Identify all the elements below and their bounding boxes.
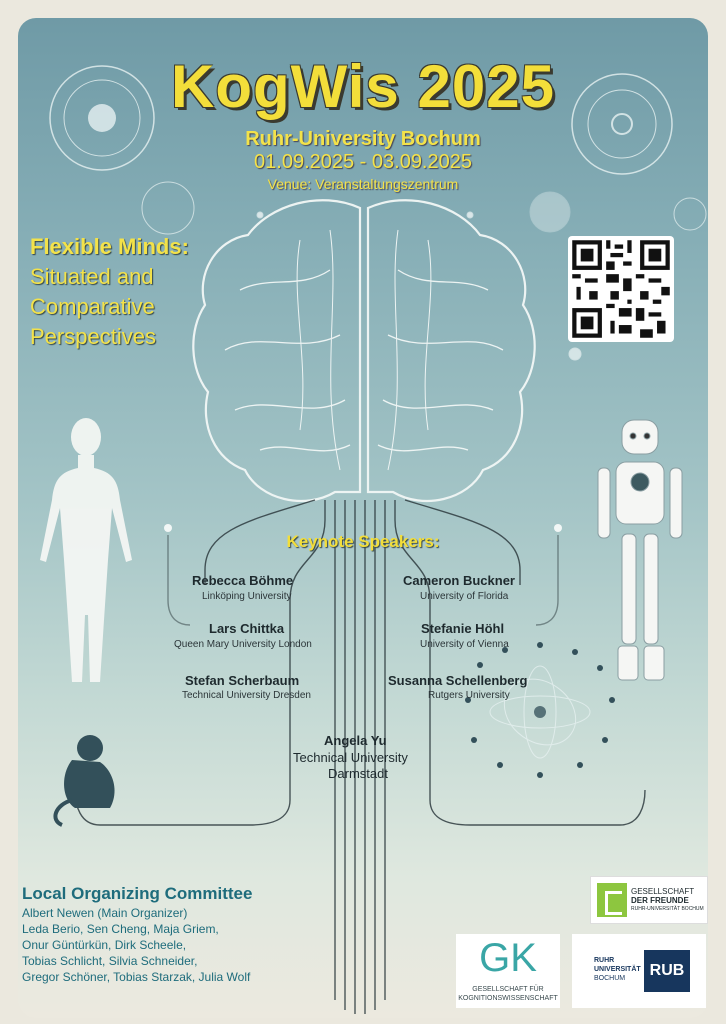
- gk-line-1: GESELLSCHAFT FÜR: [472, 986, 544, 993]
- rub-line-3: BOCHUM: [594, 975, 626, 982]
- theme-line-2: Situated and: [30, 264, 154, 289]
- gdf-logo-mark-icon: [597, 883, 627, 917]
- committee-title: Local Organizing Committee: [22, 884, 253, 903]
- speaker-name: Susanna Schellenberg: [388, 673, 528, 688]
- rub-logo[interactable]: RUHR UNIVERSITÄT BOCHUM RUB: [572, 934, 706, 1008]
- qr-code-icon: [572, 240, 670, 338]
- theme-line-4: Perspectives: [30, 324, 156, 349]
- gdf-line-3: RUHR-UNIVERSITÄT BOCHUM: [631, 906, 704, 912]
- speaker-affiliation: University of Vienna: [420, 639, 509, 650]
- committee-line: Tobias Schlicht, Silvia Schneider,: [22, 954, 198, 968]
- rub-logo-mark-icon: RUB: [644, 950, 690, 992]
- speaker-affiliation: Queen Mary University London: [174, 639, 312, 650]
- speaker-affiliation: Rutgers University: [428, 690, 510, 701]
- connection-lines: [74, 499, 646, 1014]
- human-figure-icon: [40, 418, 132, 682]
- theme-line-3: Comparative: [30, 294, 155, 319]
- speaker-name: Rebecca Böhme: [192, 573, 294, 588]
- committee-line: Albert Newen (Main Organizer): [22, 906, 188, 920]
- gdf-logo[interactable]: GESELLSCHAFT DER FREUNDE RUHR-UNIVERSITÄ…: [590, 876, 708, 924]
- speaker-affiliation: Darmstadt: [328, 766, 388, 781]
- gk-logo-mark-icon: GK: [479, 936, 537, 980]
- brain-icon: [192, 199, 536, 503]
- rub-line-1: RUHR: [594, 957, 615, 964]
- qr-code[interactable]: [568, 236, 674, 342]
- conference-dates: 01.09.2025 - 03.09.2025: [254, 151, 472, 173]
- committee-line: Gregor Schöner, Tobias Starzak, Julia Wo…: [22, 970, 251, 984]
- conference-title: KogWis 2025: [171, 53, 555, 120]
- neuron-circle-right-icon: [571, 73, 673, 175]
- keynote-heading: Keynote Speakers:: [286, 532, 440, 551]
- neuron-dots: [465, 642, 615, 778]
- venue: Venue: Veranstaltungszentrum: [267, 176, 459, 192]
- small-node-icons: [141, 181, 707, 361]
- robot-icon: [597, 419, 683, 681]
- speaker-name: Lars Chittka: [209, 621, 285, 636]
- speaker-affiliation: Technical University: [293, 750, 408, 765]
- speaker-affiliation: University of Florida: [420, 591, 509, 602]
- speaker-affiliation: Linköping University: [202, 591, 292, 602]
- speaker-name: Cameron Buckner: [403, 573, 515, 588]
- committee-line: Onur Güntürkün, Dirk Scheele,: [22, 938, 187, 952]
- university-name: Ruhr-University Bochum: [245, 128, 481, 150]
- neuron-circle-left-icon: [49, 65, 155, 171]
- speaker-name: Stefanie Höhl: [421, 621, 505, 636]
- monkey-icon: [53, 735, 115, 827]
- gk-logo[interactable]: GK GESELLSCHAFT FÜR KOGNITIONSWISSENSCHA…: [456, 934, 560, 1008]
- committee-line: Leda Berio, Sen Cheng, Maja Griem,: [22, 922, 219, 936]
- speaker-name: Angela Yu: [324, 733, 387, 748]
- theme-line-1: Flexible Minds:: [30, 234, 189, 259]
- speaker-name: Stefan Scherbaum: [185, 673, 300, 688]
- neuron-flower-icon: [489, 665, 591, 759]
- rub-line-2: UNIVERSITÄT: [594, 966, 641, 973]
- gk-line-2: KOGNITIONSWISSENSCHAFT: [458, 995, 558, 1002]
- gdf-line-2: DER FREUNDE: [631, 896, 689, 905]
- gdf-line-1: GESELLSCHAFT: [631, 887, 695, 896]
- speaker-affiliation: Technical University Dresden: [182, 690, 311, 701]
- background-panel: [18, 18, 708, 1018]
